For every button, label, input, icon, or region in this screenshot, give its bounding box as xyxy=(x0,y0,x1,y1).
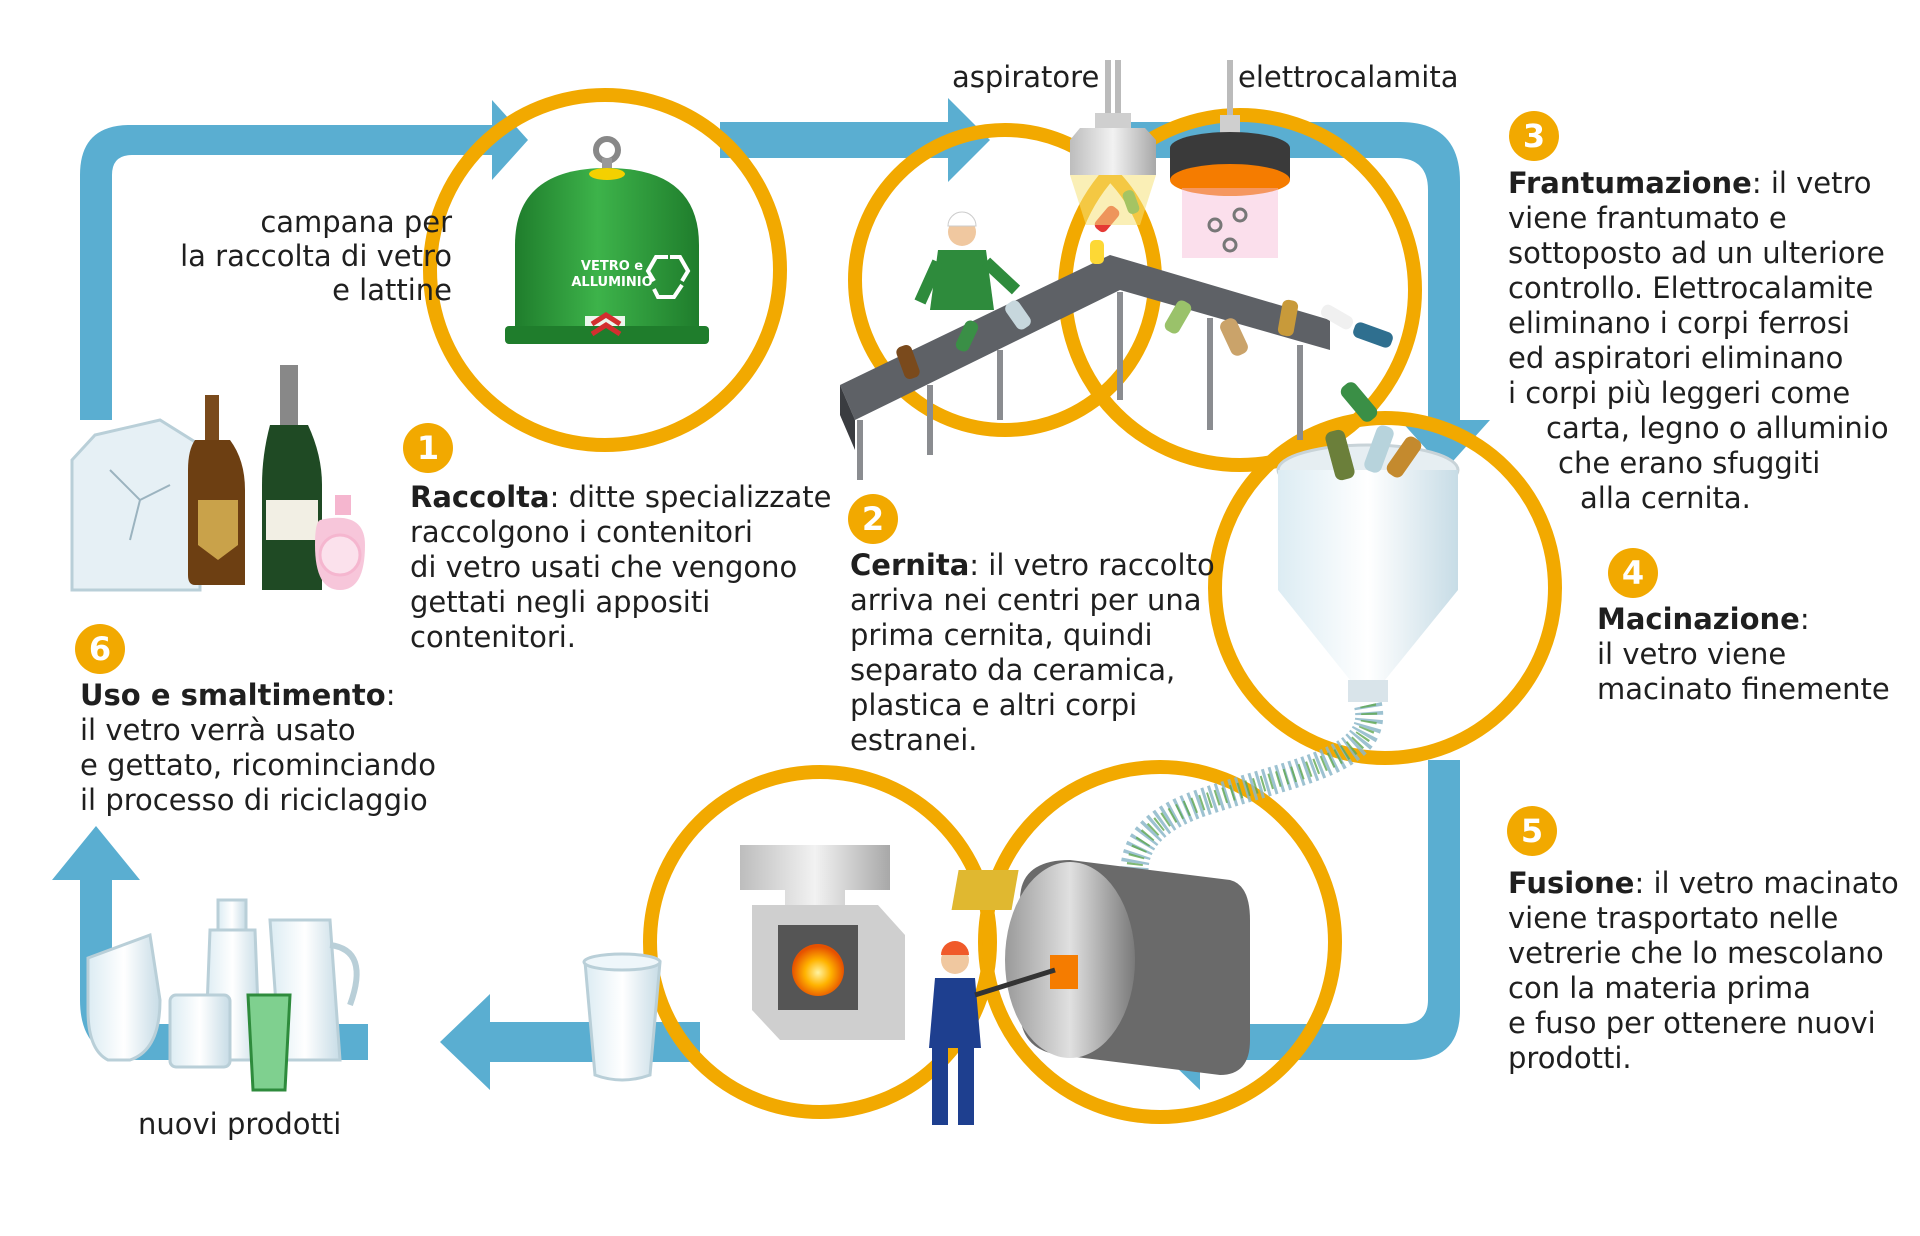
step-5-number: 5 xyxy=(1507,806,1557,856)
step-3-text: Frantumazione: il vetro viene frantumato… xyxy=(1508,166,1889,516)
arrow-to-sorting xyxy=(720,98,990,182)
step-3-line-4: controllo. Elettrocalamite xyxy=(1508,271,1874,305)
step-1-heading: Raccolta xyxy=(410,480,550,514)
bottles-icon xyxy=(70,365,365,592)
step-3-line-10: alla cernita. xyxy=(1580,481,1751,515)
aspiratore-label: aspiratore xyxy=(952,60,1100,94)
worker-figure xyxy=(914,211,1021,310)
step-3-line-1: : il vetro xyxy=(1751,166,1872,200)
step-1-line-5: contenitori. xyxy=(410,620,577,654)
campana-line-2: la raccolta di vetro xyxy=(180,239,452,273)
new-glass-products-icon xyxy=(86,898,360,1092)
step-1-number: 1 xyxy=(403,423,453,473)
furnace-operator-figure xyxy=(929,941,1056,1125)
step-3-line-3: sottoposto ad un ulteriore xyxy=(1508,236,1885,270)
step-3-line-6: ed aspiratori eliminano xyxy=(1508,341,1844,375)
step-4-text: Macinazione: il vetro viene macinato fin… xyxy=(1597,602,1890,707)
kiln-furnace-icon xyxy=(929,860,1250,1125)
step-6-line-1: : xyxy=(385,678,396,712)
step-6-line-3: e gettato, ricominciando xyxy=(80,748,437,782)
step-1-line-3: di vetro usati che vengono xyxy=(410,550,798,584)
step-6-heading: Uso e smaltimento xyxy=(80,678,386,712)
step-5-line-4: con la materia prima xyxy=(1508,971,1811,1005)
step-5-line-1: : il vetro macinato xyxy=(1634,866,1899,900)
step-1-line-1: : ditte specializzate xyxy=(549,480,832,514)
step-2-line-1: : il vetro raccolto xyxy=(969,548,1215,582)
step-6-number: 6 xyxy=(75,624,125,674)
ring-milling xyxy=(1208,411,1562,765)
elettrocalamita-label: elettrocalamita xyxy=(1238,60,1459,94)
hopper-mill-icon xyxy=(1276,382,1460,702)
step-5-line-6: prodotti. xyxy=(1508,1041,1632,1075)
step-4-heading: Macinazione xyxy=(1597,602,1800,636)
bell-text-line-2: ALLUMINIO xyxy=(571,275,652,290)
step-2-line-2: arriva nei centri per una xyxy=(850,583,1202,617)
step-3-line-8: carta, legno o alluminio xyxy=(1546,411,1889,445)
step-2-number: 2 xyxy=(848,494,898,544)
nuovi-prodotti-label: nuovi prodotti xyxy=(138,1107,342,1141)
step-3-line-9: che erano sfuggiti xyxy=(1558,446,1821,480)
step-6-line-2: il vetro verrà usato xyxy=(80,713,356,747)
ring-collection xyxy=(423,88,787,452)
step-3-heading: Frantumazione xyxy=(1508,166,1752,200)
step-5-text: Fusione: il vetro macinato viene traspor… xyxy=(1508,866,1899,1076)
step-2-line-4: separato da ceramica, xyxy=(850,653,1176,687)
step-3-line-7: i corpi più leggeri come xyxy=(1508,376,1851,410)
step-4-line-2: il vetro viene xyxy=(1597,637,1787,671)
step-3-line-5: eliminano i corpi ferrosi xyxy=(1508,306,1850,340)
step-5-line-3: vetrerie che lo mescolano xyxy=(1508,936,1884,970)
step-6-line-4: il processo di riciclaggio xyxy=(80,783,428,817)
campana-line-1: campana per xyxy=(260,205,452,239)
step-1-line-2: raccolgono i contenitori xyxy=(410,515,753,549)
step-5-heading: Fusione xyxy=(1508,866,1635,900)
step-2-line-3: prima cernita, quindi xyxy=(850,618,1153,652)
step-4-line-1: : xyxy=(1799,602,1810,636)
step-4-number: 4 xyxy=(1608,548,1658,598)
electromagnet-icon xyxy=(1170,60,1290,258)
ring-new-products xyxy=(643,765,997,1119)
crushed-glass-stream xyxy=(1120,702,1384,882)
step-1-text: Raccolta: ditte specializzate raccolgono… xyxy=(410,480,832,655)
step-5-line-2: viene trasportato nelle xyxy=(1508,901,1839,935)
step-2-line-6: estranei. xyxy=(850,723,978,757)
bell-container-icon: VETRO e ALLUMINIO xyxy=(505,136,709,344)
step-1-line-4: gettati negli appositi xyxy=(410,585,711,619)
step-6-text: Uso e smaltimento: il vetro verrà usato … xyxy=(80,678,436,818)
step-3-number: 3 xyxy=(1509,111,1559,161)
step-5-line-5: e fuso per ottenere nuovi xyxy=(1508,1006,1876,1040)
campana-label: campana per la raccolta di vetro e latti… xyxy=(180,205,452,307)
step-2-line-5: plastica e altri corpi xyxy=(850,688,1138,722)
step-2-text: Cernita: il vetro raccolto arriva nei ce… xyxy=(850,548,1215,758)
recycle-symbol-icon xyxy=(645,255,691,299)
arrow-to-collection xyxy=(80,100,528,420)
step-2-heading: Cernita xyxy=(850,548,970,582)
conveyor-belt-icon xyxy=(840,190,1393,480)
glass-cup-icon xyxy=(582,952,662,1082)
glass-mould-icon xyxy=(740,845,905,1040)
step-3-line-2: viene frantumato e xyxy=(1508,201,1787,235)
campana-line-3: e lattine xyxy=(332,273,452,307)
vacuum-aspirator-icon xyxy=(1070,60,1156,225)
arrow-to-new-products xyxy=(440,994,700,1090)
bell-text-line-1: VETRO e xyxy=(581,259,643,274)
step-4-line-3: macinato finemente xyxy=(1597,672,1890,706)
